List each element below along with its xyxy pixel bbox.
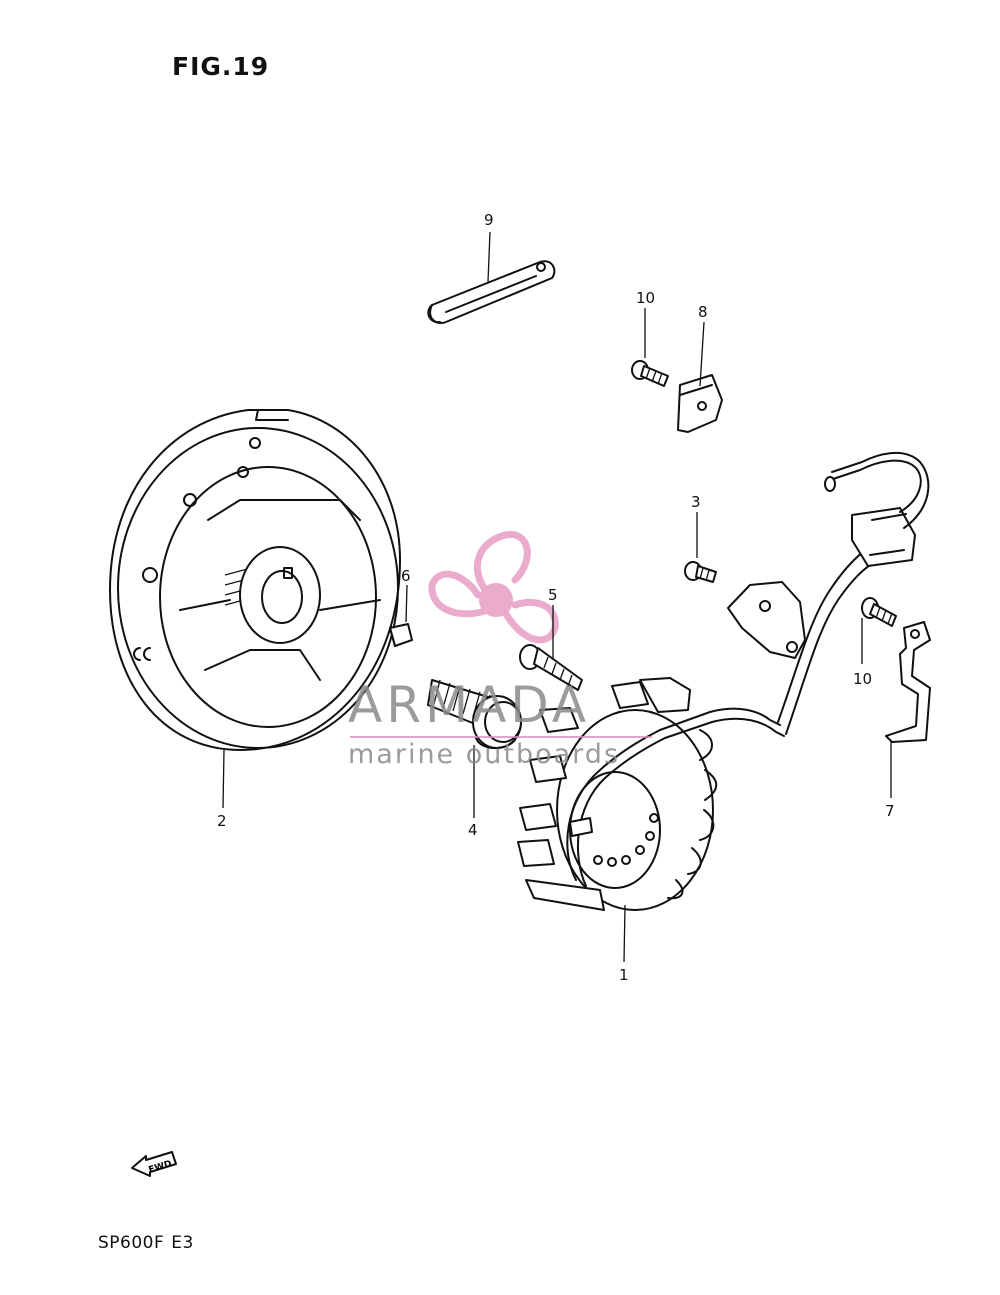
- callout-10-right: 10: [853, 670, 872, 688]
- clamp-screw-right: [861, 597, 897, 627]
- callout-2: 2: [217, 812, 227, 830]
- fwd-arrow-icon: FWD: [131, 1151, 177, 1177]
- wire-guide-bracket: [885, 621, 931, 743]
- wire-clamp-strap: [427, 260, 556, 324]
- bracket-screw: [631, 360, 669, 387]
- flywheel-rotor: [109, 409, 401, 751]
- callout-7: 7: [885, 802, 895, 820]
- watermark-tagline: marine outboards: [348, 739, 620, 770]
- stator-assembly: [517, 677, 785, 911]
- stator-screw: [519, 644, 583, 691]
- model-name: SP600F: [98, 1233, 165, 1253]
- watermark-brand: ARMADA: [348, 676, 590, 734]
- callout-8: 8: [698, 303, 708, 321]
- callout-labels: 9 10 8 3 6 5 2 4 1 10 7: [217, 211, 895, 984]
- lead-clamp: [727, 581, 806, 659]
- figure-title: FIG.19: [172, 52, 270, 81]
- callout-3: 3: [691, 493, 701, 511]
- leader-lines: [222, 231, 892, 963]
- model-code: SP600F E3: [98, 1233, 201, 1253]
- woodruff-key: [389, 623, 413, 647]
- watermark-logo: [428, 531, 559, 644]
- model-region: E3: [171, 1233, 194, 1253]
- lead-bracket: [677, 374, 723, 433]
- callout-6: 6: [401, 567, 411, 585]
- callout-4: 4: [468, 821, 478, 839]
- clamp-screw: [684, 561, 717, 583]
- stator-lead-wire: [777, 451, 930, 735]
- callout-9: 9: [484, 211, 494, 229]
- callout-1: 1: [619, 966, 629, 984]
- callout-5: 5: [548, 586, 558, 604]
- rotor-bolt: [427, 679, 522, 749]
- callout-10-top: 10: [636, 289, 655, 307]
